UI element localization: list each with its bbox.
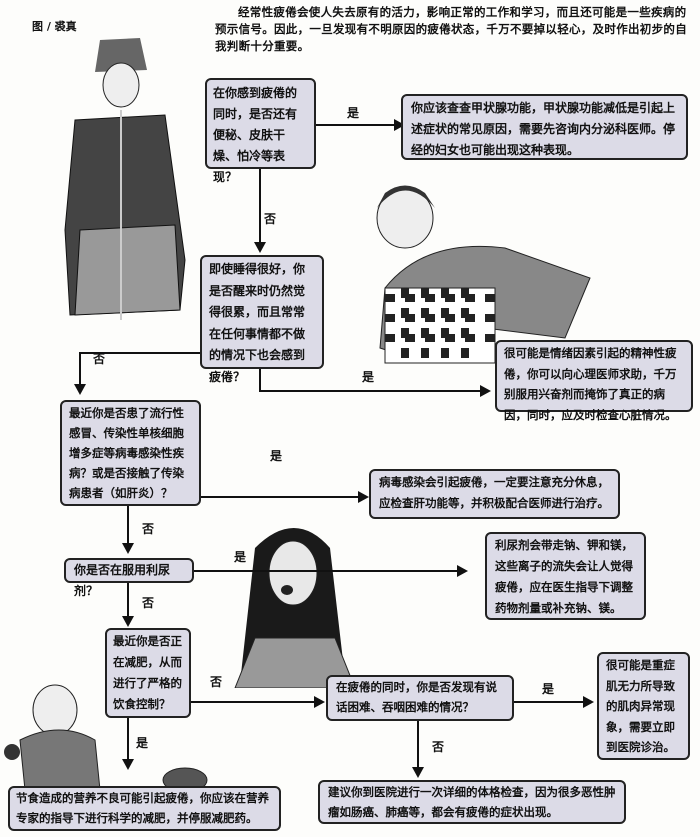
connector-line (417, 721, 419, 768)
connector-line (79, 352, 81, 384)
connector-line (79, 352, 200, 354)
no-label: 否 (142, 522, 155, 536)
yes-label: 是 (542, 682, 555, 696)
intro-paragraph: 经常性疲倦会使人失去原有的活力，影响正常的工作和学习，而且还可能是一些疾病的预示… (215, 5, 687, 53)
dieting-man-illustration (4, 684, 208, 790)
question-speech-swallowing: 在疲倦的同时，你是否发现有说话困难、吞咽困难的情况？ (326, 675, 514, 721)
woman-in-coat-illustration (64, 38, 186, 320)
question-diuretics: 你是否在服用利尿剂？ (64, 558, 194, 598)
illustration-credit: 图 / 裘真 (32, 20, 77, 33)
connector-line (259, 369, 261, 391)
result-malnutrition: 节食造成的营养不良可能引起疲倦，你应该在营养专家的指导下进行科学的减肥，并停服减… (8, 786, 281, 831)
connector-line (127, 583, 129, 617)
result-diuretics: 利尿剂会带走钠、钾和镁，这些离子的流失会让人觉得疲倦，应在医生指导下调整药物剂量… (485, 532, 646, 620)
arrow-right-icon (314, 696, 325, 708)
connector-line (201, 496, 359, 498)
arrow-down-icon (254, 242, 266, 253)
yes-label: 是 (347, 106, 360, 120)
result-emotional-fatigue: 很可能是情绪因素引起的精神性疲倦，你可以向心理医师求助，千万别服用兴奋剂而掩饰了… (495, 340, 693, 422)
tired-woman-illustration (376, 185, 591, 364)
connector-line (127, 718, 129, 760)
result-physical-exam: 建议你到医院进行一次详细的体格检查，因为很多恶性肿瘤如肠癌、肺癌等，都会有疲倦的… (318, 780, 626, 824)
arrow-down-icon (412, 767, 424, 778)
no-label: 否 (210, 675, 223, 689)
arrow-down-icon (122, 759, 134, 770)
question-viral-infection: 最近你是否患了流行性感冒、传染性单核细胞增多症等病毒感染性疾病？或是否接触了传染… (60, 400, 201, 506)
connector-line (316, 124, 396, 126)
arrow-right-icon (480, 385, 491, 397)
connector-line (127, 506, 129, 544)
arrow-down-icon (74, 384, 86, 395)
arrow-down-icon (122, 543, 134, 554)
question-dieting: 最近你是否正在减肥，从而进行了严格的饮食控制？ (105, 628, 191, 718)
yes-label: 是 (270, 449, 283, 463)
yes-label: 是 (362, 370, 375, 384)
arrow-right-icon (358, 491, 369, 503)
result-myasthenia: 很可能是重症肌无力所导致的肌肉异常现象，需要立即到医院诊治。 (597, 652, 690, 760)
no-label: 否 (93, 352, 106, 366)
no-label: 否 (432, 740, 445, 754)
no-label: 否 (264, 212, 277, 226)
yes-label: 是 (234, 550, 247, 564)
connector-line (259, 169, 261, 243)
coughing-woman-illustration (234, 528, 356, 688)
no-label: 否 (142, 596, 155, 610)
yes-label: 是 (136, 736, 149, 750)
arrow-right-icon (394, 119, 405, 131)
connector-line (514, 701, 584, 703)
arrow-right-icon (583, 696, 594, 708)
question-tired-after-sleep: 即使睡得很好，你是否醒来时仍然觉得很累，而且常常在任何事情都不做的情况下也会感到… (200, 255, 324, 384)
connector-line (194, 570, 458, 572)
arrow-down-icon (122, 616, 134, 627)
question-constipation-dry-skin: 在你感到疲倦的同时，是否还有便秘、皮肤干燥、怕冷等表现？ (205, 78, 316, 184)
arrow-right-icon (457, 565, 468, 577)
connector-line (191, 701, 315, 703)
connector-line (259, 390, 481, 392)
result-thyroid: 你应该查查甲状腺功能，甲状腺功能减低是引起上述症状的常见原因，需要先咨询内分泌科… (401, 94, 688, 160)
result-viral-infection: 病毒感染会引起疲倦，一定要注意充分休息，应检查肝功能等，并积极配合医师进行治疗。 (369, 469, 620, 519)
